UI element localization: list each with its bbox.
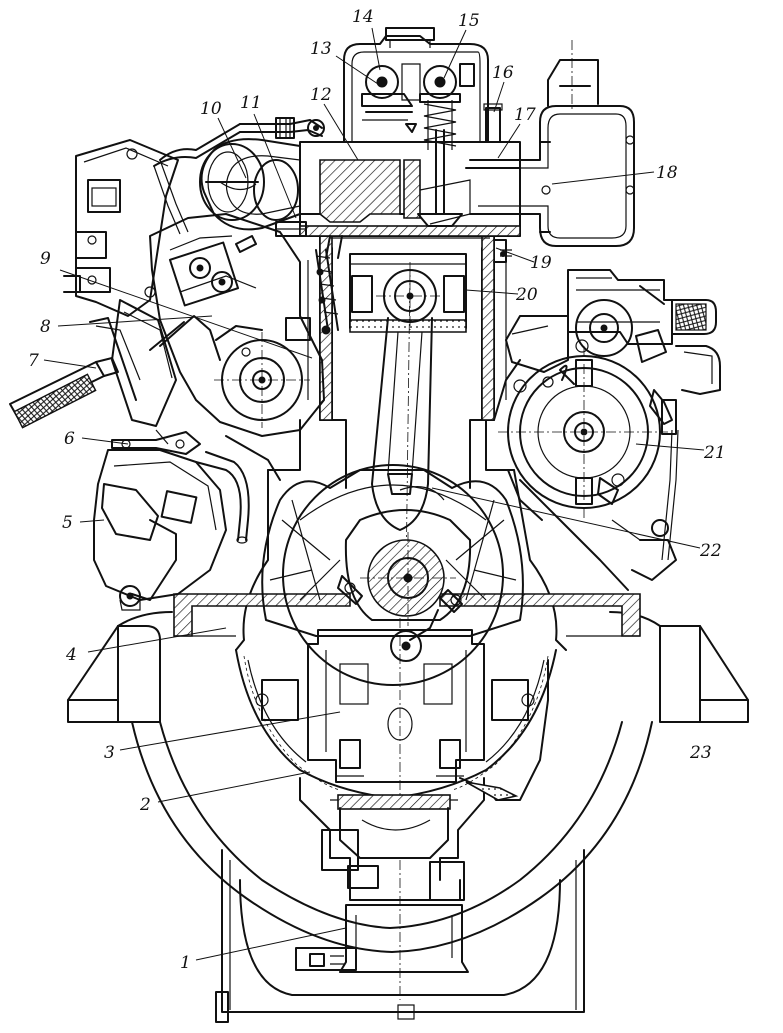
callout-16: 16 — [492, 63, 514, 83]
flywheel-housing — [67, 611, 749, 1023]
callout-2: 2 — [139, 795, 151, 815]
oil-pump-assembly — [295, 659, 549, 1000]
callout-5: 5 — [62, 513, 73, 533]
callout-3: 3 — [104, 743, 115, 763]
callout-20: 20 — [515, 285, 538, 305]
callout-22: 22 — [699, 541, 722, 561]
fuel-system-left — [9, 123, 325, 611]
callout-labels: 1 2 3 4 5 6 7 8 9 10 11 12 13 14 15 16 1… — [28, 7, 726, 973]
right-side-accessories — [493, 269, 721, 591]
exhaust-manifold — [469, 40, 635, 247]
cylinder-and-piston — [307, 235, 507, 641]
callout-1: 1 — [180, 953, 191, 973]
callout-11: 11 — [240, 93, 262, 113]
callout-19: 19 — [530, 253, 552, 273]
callout-10: 10 — [200, 99, 222, 119]
callout-4: 4 — [65, 645, 77, 665]
main-bearing-cap — [255, 600, 535, 800]
callout-23: 23 — [689, 743, 712, 763]
intake-manifold — [199, 117, 325, 231]
callout-15: 15 — [458, 11, 480, 31]
callout-8: 8 — [40, 317, 51, 337]
callout-9: 9 — [40, 249, 51, 269]
callout-13: 13 — [310, 39, 332, 59]
leader-lines — [43, 27, 705, 961]
callout-17: 17 — [514, 105, 536, 125]
crankcase — [173, 419, 641, 799]
callout-14: 14 — [352, 7, 374, 27]
callout-21: 21 — [703, 443, 726, 463]
callout-6: 6 — [64, 429, 75, 449]
callout-7: 7 — [28, 351, 39, 371]
callout-12: 12 — [310, 85, 332, 105]
callout-18: 18 — [656, 163, 678, 183]
cylinder-head — [275, 27, 521, 335]
